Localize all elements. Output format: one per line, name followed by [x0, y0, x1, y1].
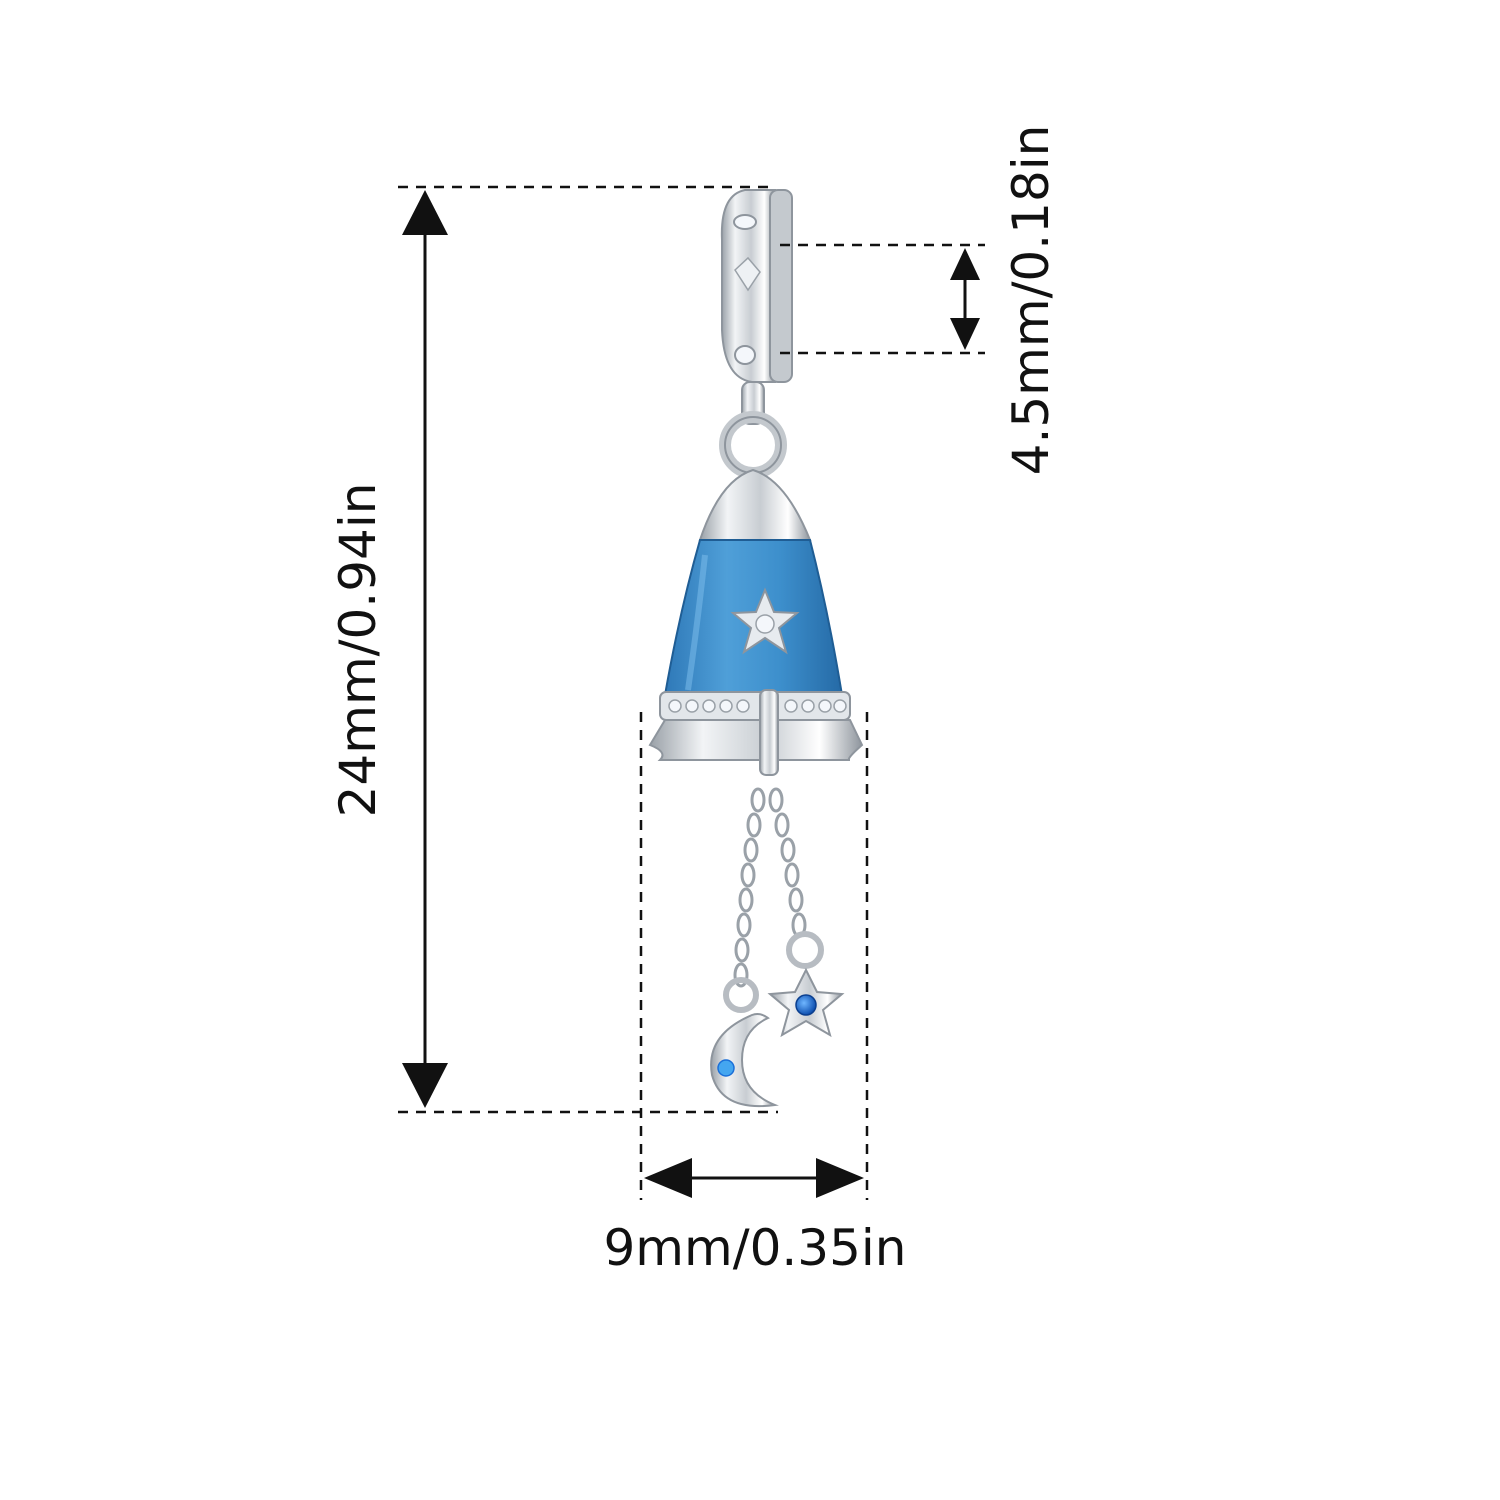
dimension-arrows	[402, 190, 980, 1198]
width-arrow-right	[816, 1158, 864, 1198]
charm-illustration	[648, 189, 864, 1108]
hole-arrow-up	[950, 248, 980, 280]
bail-ring	[720, 189, 793, 383]
total-length-arrow-down	[402, 1063, 448, 1108]
hole-arrow-down	[950, 318, 980, 350]
moon-pendant-icon	[710, 1013, 779, 1108]
bail-stone-bottom	[734, 345, 756, 365]
rocket-nose-cone	[698, 468, 812, 541]
center-hanger	[759, 689, 779, 776]
hole-diameter-label: 4.5mm/0.18in	[1002, 125, 1060, 476]
star-pendant-blue-stone	[795, 994, 817, 1016]
moon-pendant-loop	[723, 977, 759, 1013]
crystal-band-stones	[668, 699, 847, 713]
right-chain	[768, 787, 807, 938]
width-label: 9mm/0.35in	[604, 1219, 907, 1277]
total-length-arrow-up	[402, 190, 448, 235]
bail-star-detail	[734, 256, 761, 292]
dimension-lines	[398, 185, 985, 1200]
width-arrow-left	[644, 1158, 692, 1198]
star-pendant-loop	[786, 931, 824, 969]
rocket-base-fins	[648, 719, 864, 761]
left-chain	[733, 787, 766, 988]
moon-pendant-blue-stone	[717, 1059, 735, 1077]
total-length-label: 24mm/0.94in	[329, 483, 387, 818]
bail-stone-top	[733, 214, 757, 230]
